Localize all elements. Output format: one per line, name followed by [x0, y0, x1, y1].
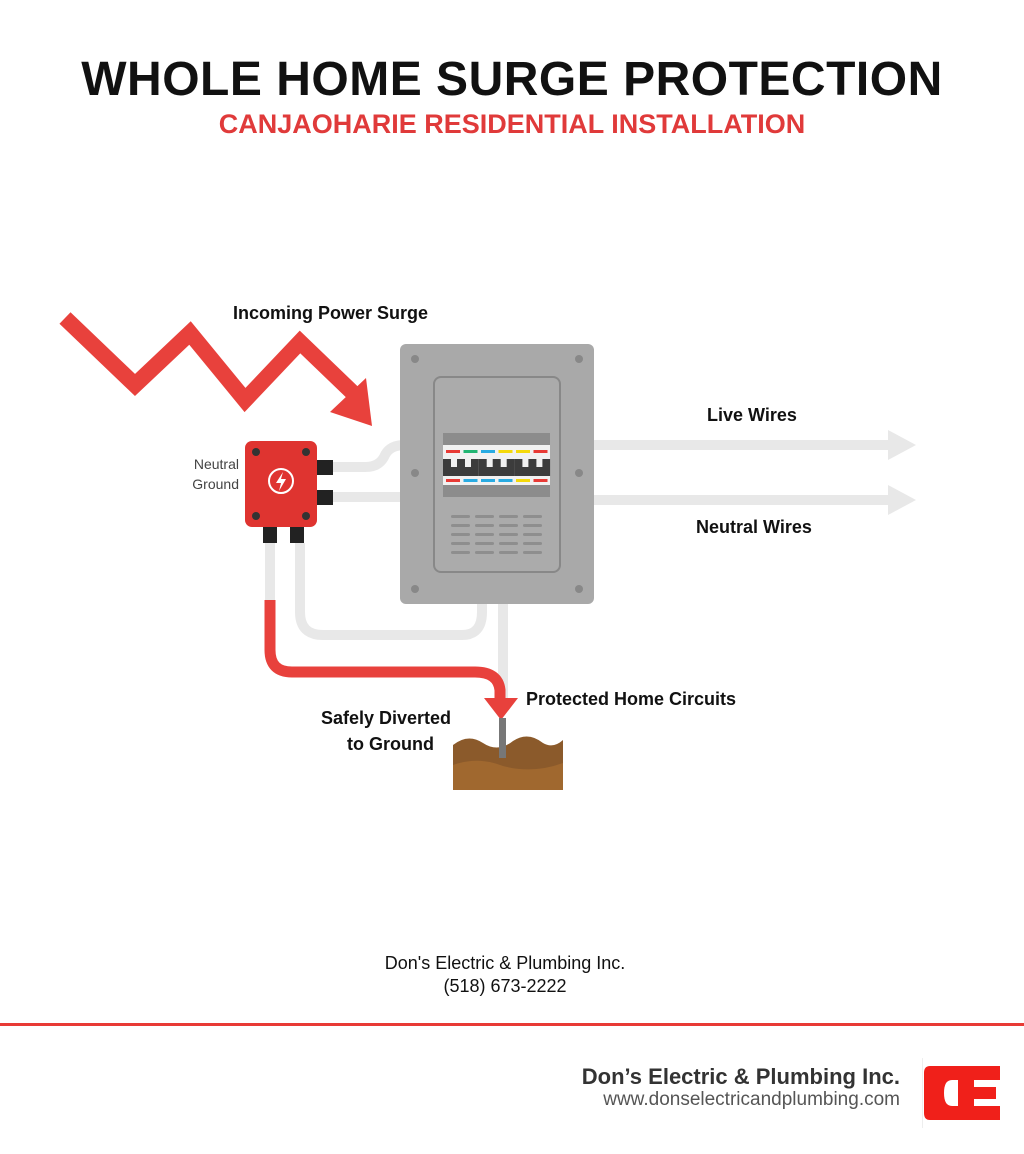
vent-slot	[499, 542, 518, 545]
footer-url[interactable]: www.donselectricandplumbing.com	[603, 1089, 900, 1110]
ground-soil-icon	[453, 718, 563, 790]
surge-zigzag	[59, 312, 358, 413]
vent-slot	[523, 542, 542, 545]
breaker-indicator-bottom	[533, 479, 548, 482]
ground-arrow-icon	[484, 698, 518, 720]
ground-label: Ground	[192, 476, 239, 492]
ground-rod	[499, 718, 506, 758]
device-labels: Neutral Ground	[192, 454, 239, 494]
diverted-label-line1: Safely Diverted	[320, 708, 451, 728]
breaker-indicator-bottom	[446, 479, 460, 482]
contact-block: Don's Electric & Plumbing Inc. (518) 673…	[0, 952, 1010, 998]
vent-slot	[499, 515, 518, 518]
company-name: Don's Electric & Plumbing Inc.	[384, 953, 626, 973]
neutral-arrow-icon	[888, 485, 916, 515]
vent-slot	[499, 524, 518, 527]
page-subtitle: CANJAOHARIE RESIDENTIAL INSTALLATION	[218, 109, 806, 139]
vent-slot	[475, 542, 494, 545]
breaker-switch	[514, 459, 551, 476]
page-title: WHOLE HOME SURGE PROTECTION	[81, 53, 943, 106]
vent-slot	[451, 542, 470, 545]
protected-circuits-label: Protected Home Circuits	[526, 689, 737, 709]
vent-slot	[451, 515, 470, 518]
vent-slot	[499, 533, 518, 536]
breaker-indicator-top	[481, 450, 495, 453]
vent-slot	[475, 551, 494, 554]
breaker-panel	[400, 344, 594, 604]
breaker-switch	[478, 459, 515, 476]
phone-number: (518) 673-2222	[443, 976, 567, 996]
divider	[0, 1023, 1024, 1026]
live-wire-in	[333, 440, 430, 472]
lightning-bolt-icon	[268, 468, 294, 494]
vent-slot	[475, 533, 494, 536]
neutral-wires-label: Neutral Wires	[696, 517, 812, 537]
vent-slot	[523, 515, 542, 518]
vent-slot	[475, 524, 494, 527]
diverted-label: Safely Diverted to Ground	[321, 705, 451, 757]
vent-slot	[523, 551, 542, 554]
live-wires-label: Live Wires	[707, 405, 797, 425]
breaker-indicator-top	[516, 450, 530, 453]
surge-protector-device	[245, 441, 333, 543]
surge-arrow-icon	[330, 378, 372, 426]
neutral-label: Neutral	[193, 456, 239, 472]
breaker-indicator-bottom	[498, 479, 513, 482]
breaker-switch	[443, 459, 479, 476]
live-arrow-icon	[888, 430, 916, 460]
incoming-surge-label: Incoming Power Surge	[233, 303, 429, 323]
diverted-label-line2: to Ground	[347, 734, 434, 754]
footer-company: Don’s Electric & Plumbing Inc.	[581, 1064, 900, 1089]
neutral-loop-wire	[295, 543, 487, 640]
breaker-indicator-top	[463, 450, 478, 453]
vent-slot	[499, 551, 518, 554]
vent-slot	[451, 551, 470, 554]
vent-slot	[451, 533, 470, 536]
breaker-indicator-top	[446, 450, 460, 453]
company-logo	[922, 1058, 1000, 1128]
ground-diversion-path	[264, 600, 506, 700]
breaker-indicator-bottom	[516, 479, 530, 482]
vent-slot	[451, 524, 470, 527]
breaker-indicator-top	[498, 450, 513, 453]
breaker-indicator-bottom	[463, 479, 478, 482]
vent-slot	[475, 515, 494, 518]
vent-slot	[523, 524, 542, 527]
breaker-indicator-top	[533, 450, 548, 453]
breaker-indicator-bottom	[481, 479, 495, 482]
vent-slot	[523, 533, 542, 536]
